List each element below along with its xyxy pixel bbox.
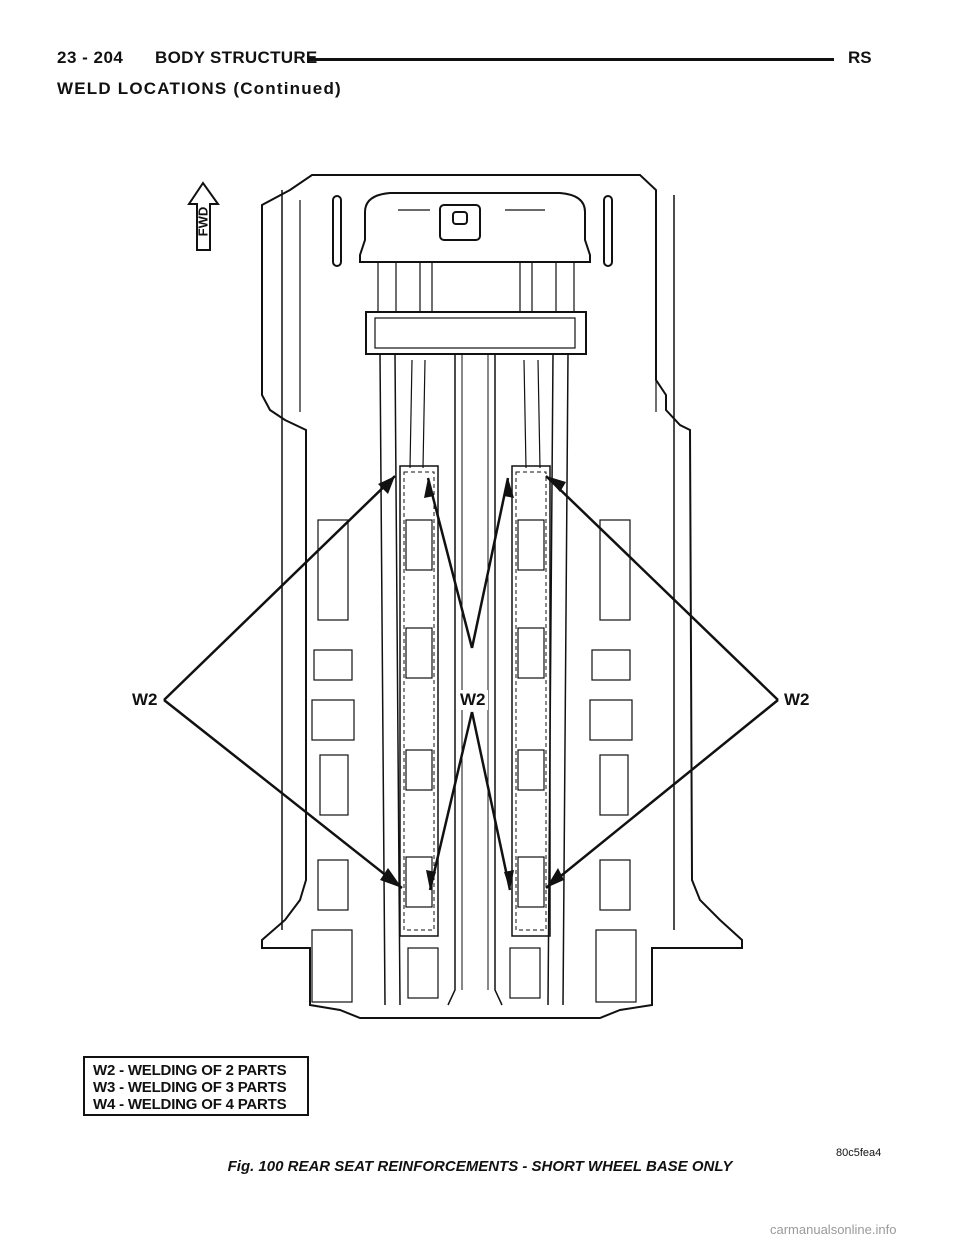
page-number: 23 - 204 bbox=[57, 48, 124, 67]
image-code: 80c5fea4 bbox=[836, 1147, 882, 1159]
legend-item: W3 - WELDING OF 3 PARTS bbox=[93, 1079, 287, 1096]
weld-legend: W2 - WELDING OF 2 PARTS W3 - WELDING OF … bbox=[83, 1056, 309, 1116]
callout-w2-center: W2 bbox=[458, 690, 488, 710]
legend-item: W2 - WELDING OF 2 PARTS bbox=[93, 1062, 287, 1079]
fwd-label: FWD bbox=[195, 206, 211, 237]
section-title: BODY STRUCTURE bbox=[155, 48, 318, 67]
page-header: 23 - 204 BODY STRUCTURE RS WELD LOCATION… bbox=[0, 0, 960, 110]
figure-caption: Fig. 100 REAR SEAT REINFORCEMENTS - SHOR… bbox=[227, 1158, 733, 1175]
callout-w2-right: W2 bbox=[782, 690, 812, 710]
header-rule bbox=[307, 58, 834, 61]
watermark: carmanualsonline.info bbox=[770, 1222, 897, 1237]
vehicle-code: RS bbox=[848, 48, 872, 67]
callout-w2-left: W2 bbox=[130, 690, 160, 710]
legend-item: W4 - WELDING OF 4 PARTS bbox=[93, 1096, 287, 1113]
subheading: WELD LOCATIONS (Continued) bbox=[57, 79, 342, 98]
